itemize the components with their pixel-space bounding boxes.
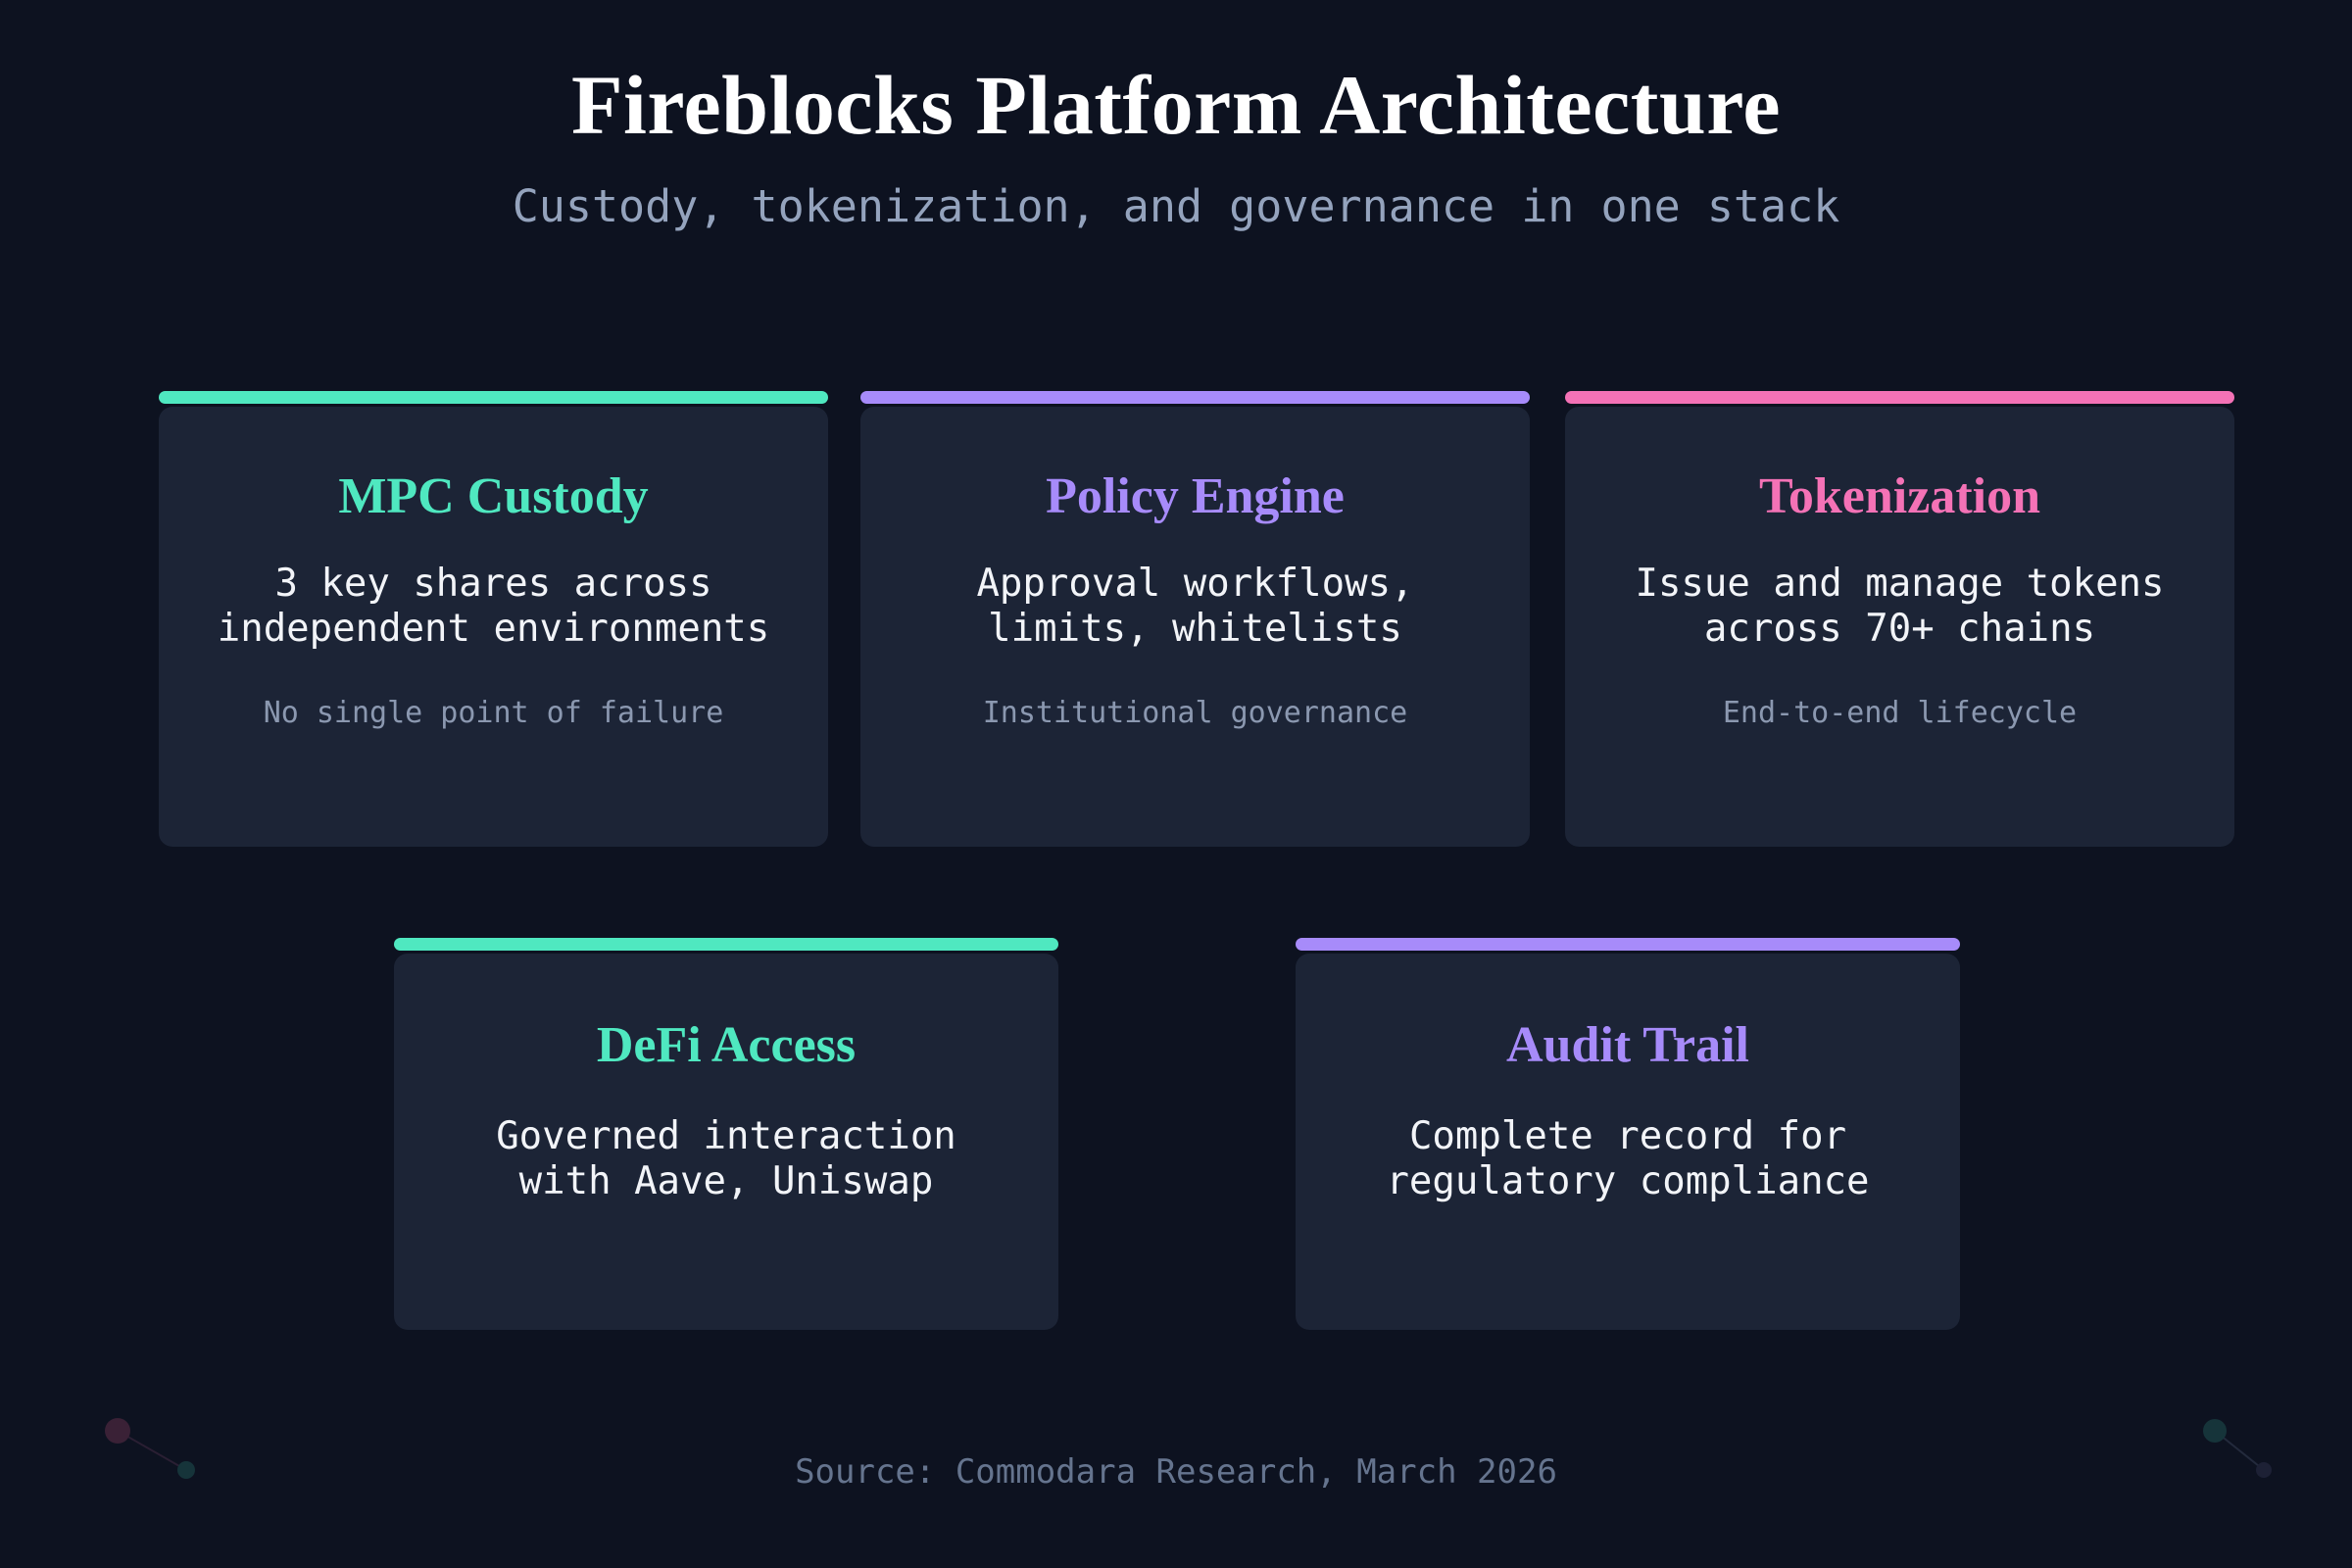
card-description-line-2: independent environments [217, 607, 770, 652]
card-title: Policy Engine [1046, 468, 1345, 524]
card-title: Tokenization [1758, 468, 2041, 524]
card-accent-bar [1296, 938, 1960, 951]
card-description: Issue and manage tokens across 70+ chain… [1635, 562, 2164, 652]
card-body: Policy Engine Approval workflows, limits… [860, 407, 1530, 847]
page-title: Fireblocks Platform Architecture [570, 58, 1782, 152]
card-description-line-2: regulatory compliance [1386, 1159, 1870, 1204]
card-description-line-1: Issue and manage tokens [1635, 562, 2165, 606]
card-description: 3 key shares across independent environm… [218, 562, 770, 652]
card-body: MPC Custody 3 key shares across independ… [159, 407, 828, 847]
decorative-connector-line [117, 1430, 187, 1471]
card-description: Approval workflows, limits, whitelists [976, 562, 1413, 652]
decorative-node-dot [2256, 1462, 2272, 1478]
card-defi-access[interactable]: DeFi Access Governed interaction with Aa… [394, 938, 1058, 1330]
decorative-node-cluster-right [2203, 1419, 2272, 1478]
card-title: DeFi Access [596, 1017, 857, 1073]
card-accent-bar [860, 391, 1530, 404]
card-description-line-2: across 70+ chains [1703, 607, 2096, 652]
card-title: MPC Custody [338, 468, 649, 524]
card-accent-bar [1565, 391, 2234, 404]
card-caption: End-to-end lifecycle [1722, 696, 2078, 731]
card-description: Complete record for regulatory complianc… [1386, 1114, 1869, 1204]
footer-source-text: Source: Commodara Research, March 2026 [795, 1452, 1557, 1492]
card-body: Tokenization Issue and manage tokens acr… [1565, 407, 2234, 847]
card-tokenization[interactable]: Tokenization Issue and manage tokens acr… [1565, 391, 2234, 847]
card-description: Governed interaction with Aave, Uniswap [496, 1114, 956, 1204]
card-title: Audit Trail [1505, 1017, 1749, 1073]
decorative-node-dot [177, 1461, 195, 1479]
decorative-node-cluster-left [105, 1418, 195, 1479]
card-accent-bar [159, 391, 828, 404]
card-caption: Institutional governance [982, 696, 1408, 731]
page-subtitle: Custody, tokenization, and governance in… [512, 180, 1840, 232]
header: Fireblocks Platform Architecture Custody… [0, 0, 2352, 228]
card-description-line-1: Complete record for [1408, 1114, 1847, 1158]
card-accent-bar [394, 938, 1058, 951]
card-body: Audit Trail Complete record for regulato… [1296, 954, 1960, 1330]
card-policy-engine[interactable]: Policy Engine Approval workflows, limits… [860, 391, 1530, 847]
card-description-line-2: with Aave, Uniswap [518, 1159, 934, 1204]
card-audit-trail[interactable]: Audit Trail Complete record for regulato… [1296, 938, 1960, 1330]
card-description-line-2: limits, whitelists [988, 607, 1402, 652]
card-mpc-custody[interactable]: MPC Custody 3 key shares across independ… [159, 391, 828, 847]
card-body: DeFi Access Governed interaction with Aa… [394, 954, 1058, 1330]
decorative-node-dot [105, 1418, 130, 1444]
card-caption: No single point of failure [263, 696, 724, 731]
card-description-line-1: 3 key shares across [274, 562, 712, 606]
card-description-line-1: Approval workflows, [976, 562, 1414, 606]
card-description-line-1: Governed interaction [496, 1114, 956, 1158]
decorative-node-dot [2203, 1419, 2227, 1443]
